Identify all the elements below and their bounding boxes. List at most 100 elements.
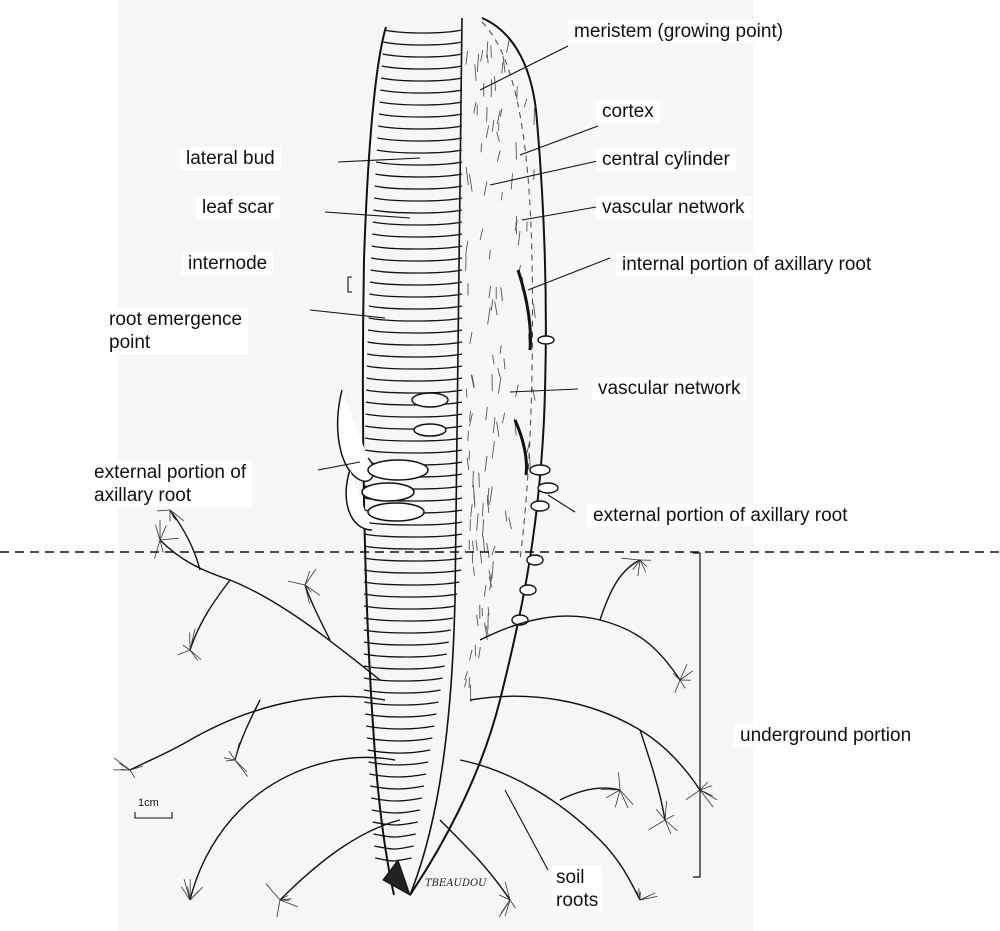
vascular-strand [467, 458, 469, 470]
root-hair [510, 900, 516, 908]
root-hair [235, 760, 247, 772]
leaf-scar-ring [366, 390, 462, 393]
vascular-strand [466, 241, 468, 256]
vascular-strand [500, 346, 501, 354]
vascular-strand [502, 62, 503, 73]
label-leaf-scar: leaf scar [196, 196, 280, 219]
vascular-strand [500, 109, 502, 117]
internal-root-strand-2 [515, 420, 527, 475]
vascular-strand [505, 511, 506, 522]
leaf-scar-ring [364, 642, 449, 645]
root-hair [190, 650, 198, 660]
root-hair [183, 645, 190, 650]
vascular-strand [524, 99, 527, 108]
leaf-scar-ring [375, 186, 462, 189]
vascular-strand [489, 286, 491, 298]
vascular-strand [473, 541, 474, 551]
root-hair [160, 538, 179, 540]
label-underground-portion: underground portion [734, 724, 917, 747]
root-hair [130, 770, 135, 778]
leaf-scar-ring [366, 726, 434, 729]
leaf-scar-ring [371, 258, 462, 261]
vascular-strand [511, 173, 512, 189]
leaf-scar-ring [364, 666, 445, 669]
root-hair [157, 510, 170, 511]
root-hair [305, 569, 316, 585]
root-tip [383, 860, 410, 895]
leaf-scar-ring [383, 42, 462, 45]
vascular-strand [470, 411, 471, 421]
vascular-strand [477, 615, 478, 626]
root-hair [184, 879, 190, 900]
root-hair [665, 820, 677, 831]
root-hair [155, 525, 160, 540]
root-hair [640, 896, 657, 900]
leaf-scar-ring [364, 570, 461, 573]
leaf-scar-ring [364, 582, 459, 585]
vascular-strand [503, 56, 505, 72]
leaf-scar-ring [370, 282, 462, 285]
leaf-scar-ring [364, 678, 443, 681]
vascular-strands [464, 41, 535, 702]
vascular-strand [491, 299, 493, 310]
leaf-scar-ring [366, 378, 462, 381]
vascular-strand [498, 123, 499, 131]
leaf-scar-ring [373, 210, 462, 213]
leaf-scar-ring [376, 162, 462, 165]
vascular-strand [482, 503, 483, 517]
label-root-emergence: root emergence point [103, 308, 248, 354]
root-hair [280, 900, 298, 907]
vascular-strand [493, 417, 495, 433]
vascular-strand [498, 368, 500, 377]
underground-bracket [693, 553, 700, 877]
root-hair [499, 900, 510, 917]
vascular-strand [487, 55, 488, 64]
vascular-strand [484, 182, 487, 196]
leaf-scar-ring [364, 630, 451, 633]
leaf-scar-ring [364, 534, 462, 537]
vascular-strand [484, 585, 485, 597]
root-hair [620, 790, 633, 805]
vascular-strand [468, 431, 469, 441]
vascular-strand [466, 167, 468, 185]
artist-signature: TBEAUDOU [425, 878, 487, 889]
leaf-scar-ring [365, 438, 462, 441]
root-hair [190, 650, 201, 660]
vascular-strand [465, 671, 468, 680]
leaf-scar-ring [369, 318, 462, 321]
vascular-strand [516, 142, 517, 160]
root-hairs [113, 510, 717, 917]
root-hair [620, 790, 628, 808]
vascular-strand [481, 50, 483, 61]
root-hair [305, 571, 310, 585]
vascular-strand [533, 388, 535, 400]
root-hair [618, 772, 620, 790]
vascular-strand [509, 517, 512, 529]
leaf-scar-ring [379, 114, 462, 117]
leaf-scar-ring [378, 126, 462, 129]
leaf-scar-ring [383, 54, 462, 57]
label-vascular-network-lower: vascular network [592, 377, 747, 400]
vascular-strand [470, 650, 472, 660]
leaf-scar-ring [372, 234, 462, 237]
root-hair [178, 650, 190, 655]
root-hair [155, 540, 160, 559]
vascular-strand [489, 250, 490, 260]
leaf-scar-ring [364, 690, 441, 693]
vascular-strand [518, 231, 519, 245]
leaf-scar-rings [364, 30, 462, 861]
vascular-strand [477, 513, 479, 530]
label-soil-roots: soil roots [552, 866, 602, 912]
leaf-scar-ring [364, 522, 462, 525]
label-external-axillary-root-left: external portion of axillary root [88, 461, 252, 507]
vascular-strand [516, 385, 519, 397]
vascular-strand [487, 543, 489, 558]
leaf-scar-ring [365, 714, 436, 717]
root-hair [680, 680, 685, 688]
vascular-strand [476, 540, 477, 551]
root-hair [700, 790, 713, 807]
leaf-scar-ring [364, 606, 455, 609]
vascular-strand [507, 41, 509, 53]
leaf-scar-ring [364, 702, 438, 705]
root-hair [277, 900, 280, 917]
